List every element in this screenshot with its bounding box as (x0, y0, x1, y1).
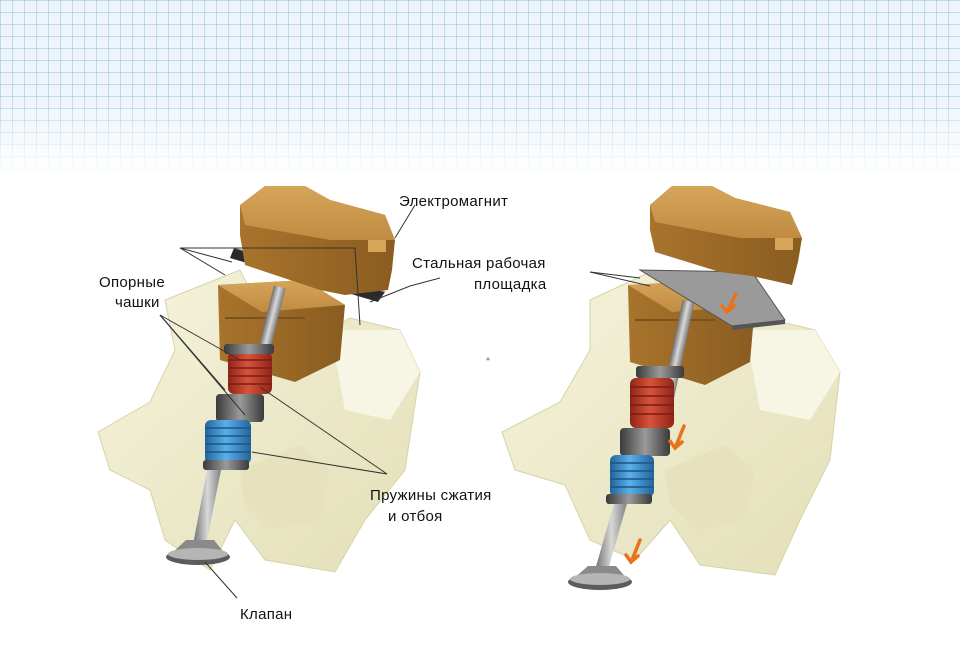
label-steel-plate-line2: площадка (474, 276, 547, 293)
right-blue-spring (610, 455, 654, 497)
center-dot (486, 357, 490, 361)
left-valve-head (166, 540, 230, 565)
label-support-cups-line2: чашки (115, 294, 160, 311)
background-fade (0, 95, 960, 177)
arrow-down-icon (726, 292, 738, 312)
left-leader-lines (159, 204, 441, 599)
right-head-cutout (745, 330, 840, 420)
left-upper-cup (224, 344, 274, 354)
arrow-down-icon (630, 538, 642, 562)
right-head-port (665, 445, 755, 530)
arrow-down-icon (674, 424, 686, 448)
left-valve-stem-lower (193, 465, 222, 545)
motion-arrow-icons (624, 292, 738, 565)
right-upper-electromagnet (650, 186, 802, 285)
right-lower-cup (606, 494, 652, 504)
label-valve: Клапан (240, 606, 293, 623)
left-head-port (240, 445, 330, 530)
right-assembly (501, 186, 841, 590)
left-head-cutout (330, 330, 420, 420)
label-springs-line2: и отбоя (388, 508, 443, 525)
right-valve-stem-lower (595, 500, 628, 570)
left-upper-electromagnet (240, 186, 395, 295)
left-lower-cup (203, 460, 249, 470)
label-springs-line1: Пружины сжатия (370, 487, 492, 504)
right-upper-cup (636, 366, 684, 378)
right-red-spring (630, 378, 674, 428)
label-support-cups-line1: Опорные (99, 274, 165, 291)
label-electromagnet: Электромагнит (399, 193, 509, 210)
right-valve-head (568, 566, 632, 590)
left-middle-cup (216, 394, 264, 422)
left-blue-spring (205, 420, 251, 464)
right-middle-cup (620, 428, 670, 456)
left-assembly (97, 186, 441, 599)
label-steel-plate-line1: Стальная рабочая (412, 255, 546, 272)
left-red-spring (228, 352, 272, 394)
right-leader-lines (589, 271, 651, 287)
